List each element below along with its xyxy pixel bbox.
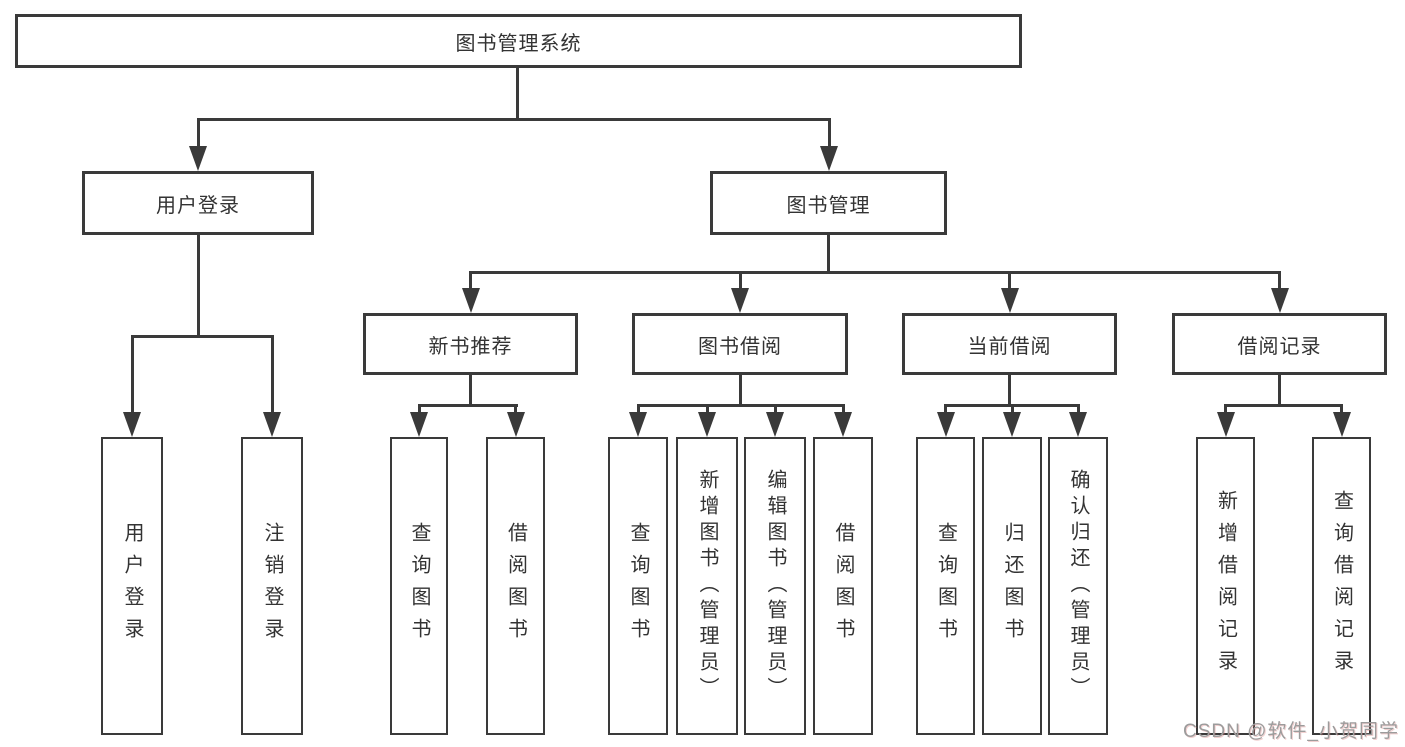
arrow-down-icon xyxy=(820,146,838,171)
leaf-logout: 注销登录 xyxy=(241,437,303,735)
node-root-label: 图书管理系统 xyxy=(455,32,582,55)
leaf-confirm-return-admin-label: 确认归还（管理员） xyxy=(1067,469,1089,703)
connector-drop-leaf xyxy=(841,404,845,414)
leaf-confirm-return-admin: 确认归还（管理员） xyxy=(1048,437,1108,735)
connector-drop-leaf xyxy=(417,404,421,414)
arrow-down-icon xyxy=(766,412,784,437)
connector-drop-new-book xyxy=(469,271,472,290)
node-root: 图书管理系统 xyxy=(15,14,1022,68)
arrow-down-icon xyxy=(1069,412,1087,437)
connector-drop-user-login xyxy=(196,118,200,148)
arrow-down-icon xyxy=(1270,288,1289,313)
connector-drop-leaf xyxy=(270,335,274,413)
leaf-add-book-admin-label: 新增图书（管理员） xyxy=(696,469,718,703)
leaf-query-books: 查询图书 xyxy=(390,437,448,735)
connector-drop-leaf xyxy=(1010,404,1014,414)
leaf-add-borrow-record: 新增借阅记录 xyxy=(1196,437,1255,735)
connector-book-borrow-stem xyxy=(738,375,742,407)
connector-drop-book-management xyxy=(827,118,831,148)
leaf-query-books-label: 查询图书 xyxy=(627,522,649,650)
node-user-login: 用户登录 xyxy=(82,171,314,235)
connector-drop-leaf xyxy=(944,404,947,414)
connector-drop-borrow-record xyxy=(1278,271,1281,290)
connector-drop-current-borrow xyxy=(1008,271,1011,290)
leaf-query-books: 查询图书 xyxy=(608,437,668,735)
leaf-return-book-label: 归还图书 xyxy=(1001,522,1023,650)
arrow-down-icon xyxy=(629,412,647,437)
arrow-down-icon xyxy=(1332,412,1351,437)
leaf-borrow-books: 借阅图书 xyxy=(813,437,873,735)
node-current-borrow-label: 当前借阅 xyxy=(967,335,1052,358)
node-user-login-label: 用户登录 xyxy=(156,194,240,217)
connector-level2-bus xyxy=(196,118,830,121)
connector-book-management-stem xyxy=(827,233,830,274)
leaf-add-borrow-record-label: 新增借阅记录 xyxy=(1214,490,1237,682)
leaf-query-books: 查询图书 xyxy=(916,437,975,735)
leaf-query-borrow-record: 查询借阅记录 xyxy=(1312,437,1371,735)
connector-user-login-stem xyxy=(196,235,200,337)
connector-borrow-record-stem xyxy=(1278,375,1281,407)
node-borrow-record: 借阅记录 xyxy=(1172,313,1387,375)
connector-borrow-record-bus xyxy=(1224,404,1343,407)
node-borrow-record-label: 借阅记录 xyxy=(1237,335,1322,358)
connector-drop-leaf xyxy=(1340,404,1343,414)
connector-drop-book-borrow xyxy=(738,271,742,290)
connector-drop-leaf xyxy=(1224,404,1227,414)
watermark: CSDN @软件_小贺同学 xyxy=(1183,721,1399,742)
connector-drop-leaf xyxy=(636,404,640,414)
arrow-down-icon xyxy=(123,412,141,437)
connector-level3-bus xyxy=(469,271,1281,274)
node-book-management-label: 图书管理 xyxy=(786,194,871,217)
leaf-borrow-books-label: 借阅图书 xyxy=(832,522,854,650)
arrow-down-icon xyxy=(1003,412,1021,437)
arrow-down-icon xyxy=(1000,288,1019,313)
connector-book-borrow-bus xyxy=(636,404,845,407)
leaf-borrow-books-label: 借阅图书 xyxy=(504,522,527,650)
arrow-down-icon xyxy=(461,288,480,313)
arrow-down-icon xyxy=(263,412,281,437)
leaf-query-books-label: 查询图书 xyxy=(408,522,430,650)
connector-current-borrow-stem xyxy=(1008,375,1011,407)
connector-new-book-bus xyxy=(417,404,518,407)
connector-drop-leaf xyxy=(514,404,517,414)
arrow-down-icon xyxy=(189,146,207,171)
leaf-add-book-admin: 新增图书（管理员） xyxy=(676,437,738,735)
leaf-user-login: 用户登录 xyxy=(101,437,163,735)
connector-user-login-bus xyxy=(130,335,274,338)
leaf-edit-book-admin: 编辑图书（管理员） xyxy=(744,437,806,735)
leaf-query-books-label: 查询图书 xyxy=(934,522,957,650)
node-book-management: 图书管理 xyxy=(710,171,947,235)
leaf-logout-label: 注销登录 xyxy=(261,522,283,650)
arrow-down-icon xyxy=(731,288,749,313)
connector-root-stem xyxy=(516,68,519,120)
leaf-borrow-books: 借阅图书 xyxy=(486,437,545,735)
connector-drop-leaf xyxy=(773,404,777,414)
leaf-user-login-label: 用户登录 xyxy=(121,522,143,650)
leaf-query-borrow-record-label: 查询借阅记录 xyxy=(1330,490,1353,682)
arrow-down-icon xyxy=(506,412,525,437)
connector-drop-leaf xyxy=(130,335,134,413)
arrow-down-icon xyxy=(698,412,716,437)
connector-drop-leaf xyxy=(1076,404,1080,414)
leaf-return-book: 归还图书 xyxy=(982,437,1042,735)
arrow-down-icon xyxy=(410,412,428,437)
node-new-book-recommend: 新书推荐 xyxy=(363,313,578,375)
connector-new-book-stem xyxy=(469,375,472,407)
leaf-edit-book-admin-label: 编辑图书（管理员） xyxy=(764,469,786,703)
arrow-down-icon xyxy=(834,412,852,437)
node-new-book-recommend-label: 新书推荐 xyxy=(428,335,513,358)
node-book-borrow-label: 图书借阅 xyxy=(698,335,782,358)
connector-drop-leaf xyxy=(705,404,709,414)
arrow-down-icon xyxy=(1216,412,1235,437)
arrow-down-icon xyxy=(936,412,955,437)
node-book-borrow: 图书借阅 xyxy=(632,313,848,375)
node-current-borrow: 当前借阅 xyxy=(902,313,1117,375)
